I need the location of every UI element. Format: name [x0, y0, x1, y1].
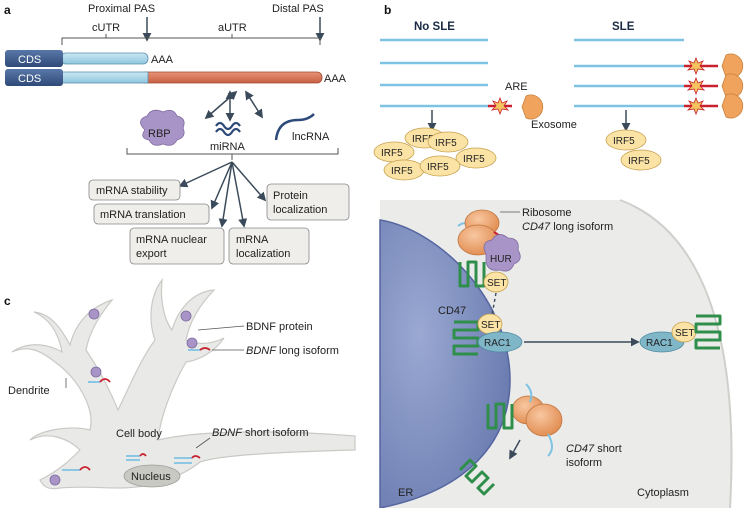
set-label-top: SET	[487, 278, 506, 289]
svg-text:IRF5: IRF5	[435, 138, 457, 149]
set-protein-top	[483, 271, 509, 293]
rac1-label-middle: RAC1	[484, 338, 511, 349]
hur-protein	[483, 234, 521, 272]
plasma-membrane	[619, 199, 733, 508]
rbp-label: RBP	[148, 128, 171, 140]
cd47-membrane-right	[694, 314, 722, 350]
bdnf-mrnas	[62, 347, 211, 471]
protein-localization-text: Protein localization	[273, 190, 327, 216]
svg-text:IRF5: IRF5	[391, 166, 413, 177]
panel-c-letter: c	[4, 294, 11, 308]
cds-box	[5, 50, 63, 67]
function-mrna-nuclear-export: mRNA nuclear export	[129, 227, 225, 265]
rbp-arrow	[204, 90, 238, 120]
ribosome-label: Ribosome	[522, 207, 572, 219]
svg-text:IRF5: IRF5	[427, 162, 449, 173]
mirna-squiggle	[215, 121, 241, 131]
bdnf-protein-dots	[49, 308, 198, 486]
irf5-group-no-sle: IRF5 IRF5 IRF5 IRF5 IRF5 IRF5	[373, 127, 497, 181]
svg-text:mRNA translation: mRNA translation	[100, 209, 186, 221]
lncrna-label: lncRNA	[292, 131, 330, 143]
function-protein-localization: Protein localization	[266, 183, 350, 221]
panel-a: a Proximal PAS Distal PAS cUTR aUTR CDS …	[4, 3, 350, 265]
dendrite-label: Dendrite	[8, 385, 50, 397]
autr-label: aUTR	[218, 22, 247, 34]
exosome-label: Exosome	[531, 119, 577, 131]
er-compartment	[379, 219, 511, 508]
sle-mrna-lines	[574, 38, 684, 108]
svg-text:IRF5: IRF5	[381, 148, 403, 159]
rbp-blob	[140, 109, 185, 146]
panel-c: c Nucleus BDNF protein	[4, 277, 356, 490]
cds-label: CDS	[18, 73, 41, 85]
long-isoform-transcript: CDS AAA	[5, 69, 347, 86]
lncrna-strand	[274, 113, 315, 141]
cd47-short-isoform-label: CD47 short	[566, 443, 622, 455]
cytoplasm-label: Cytoplasm	[637, 487, 689, 499]
svg-text:mRNA stability: mRNA stability	[96, 185, 168, 197]
sle-are-exosome-complexes	[684, 53, 744, 119]
set-label-middle: SET	[481, 320, 500, 331]
are-label: ARE	[505, 81, 528, 93]
cd47-long-isoform-label: CD47 long isoform	[522, 221, 613, 233]
svg-text:IRF5: IRF5	[613, 136, 635, 147]
function-mrna-localization: mRNA localization	[228, 227, 310, 265]
hur-label: HUR	[490, 254, 512, 265]
sle-header: SLE	[612, 21, 635, 33]
function-mrna-translation: mRNA translation	[93, 203, 210, 225]
distal-pas-label: Distal PAS	[272, 3, 324, 15]
no-sle-mrna-lines	[380, 38, 488, 108]
nucleus-label: Nucleus	[131, 471, 171, 483]
er-label: ER	[398, 487, 413, 499]
bdnf-long-isoform-label: BDNF long isoform	[246, 345, 339, 357]
bdnf-protein-label: BDNF protein	[246, 321, 313, 333]
mrna-localization-text: mRNA localization	[236, 234, 290, 260]
cds-label: CDS	[18, 54, 41, 66]
svg-text:IRF5: IRF5	[628, 156, 650, 167]
nuclear-export-text: mRNA nuclear export	[136, 234, 210, 260]
bdnf-short-isoform-label: BDNF short isoform	[212, 427, 309, 439]
exosome-icon	[521, 94, 544, 120]
cds-box	[5, 69, 63, 86]
rac1-label-right: RAC1	[646, 338, 673, 349]
polya-label: AAA	[151, 54, 174, 66]
panel-b-letter: b	[384, 3, 391, 17]
cd47-vesicle-bottom	[458, 458, 496, 496]
mirna-label: miRNA	[210, 141, 245, 153]
cutr-label: cUTR	[92, 22, 120, 34]
lncrna-arrow	[245, 90, 263, 119]
panel-d: d ER Cytoplasm Ribosome CD47 long isofor…	[379, 199, 733, 508]
panel-b: b No SLE SLE ARE Exosome IRF5 IRF5 IRF5 …	[373, 3, 744, 181]
are-star	[490, 96, 510, 116]
short-isoform-transcript: CDS AAA	[5, 50, 174, 67]
utr-bracket	[61, 37, 321, 45]
irf5-group-sle: IRF5 IRF5	[605, 129, 662, 171]
svg-text:IRF5: IRF5	[412, 134, 434, 145]
function-arrows	[178, 161, 267, 228]
polya-label: AAA	[324, 73, 347, 85]
proximal-pas-label: Proximal PAS	[88, 3, 155, 15]
cd47-short-isoform-label-line2: isoform	[566, 457, 602, 469]
cd47-export-arrow	[509, 439, 521, 460]
panel-a-letter: a	[4, 3, 11, 17]
cd47-nascent-bottom	[486, 402, 514, 430]
neuron-outline	[11, 277, 356, 490]
cd47-nascent-top	[458, 260, 486, 288]
nucleus	[123, 464, 181, 488]
no-sle-header: No SLE	[414, 21, 455, 33]
function-mrna-stability: mRNA stability	[88, 179, 181, 201]
svg-text:IRF5: IRF5	[463, 154, 485, 165]
cell-body-label: Cell body	[116, 428, 162, 440]
rac1-middle	[477, 331, 523, 353]
cd47-label: CD47	[438, 305, 466, 317]
set-label-right: SET	[675, 328, 694, 339]
